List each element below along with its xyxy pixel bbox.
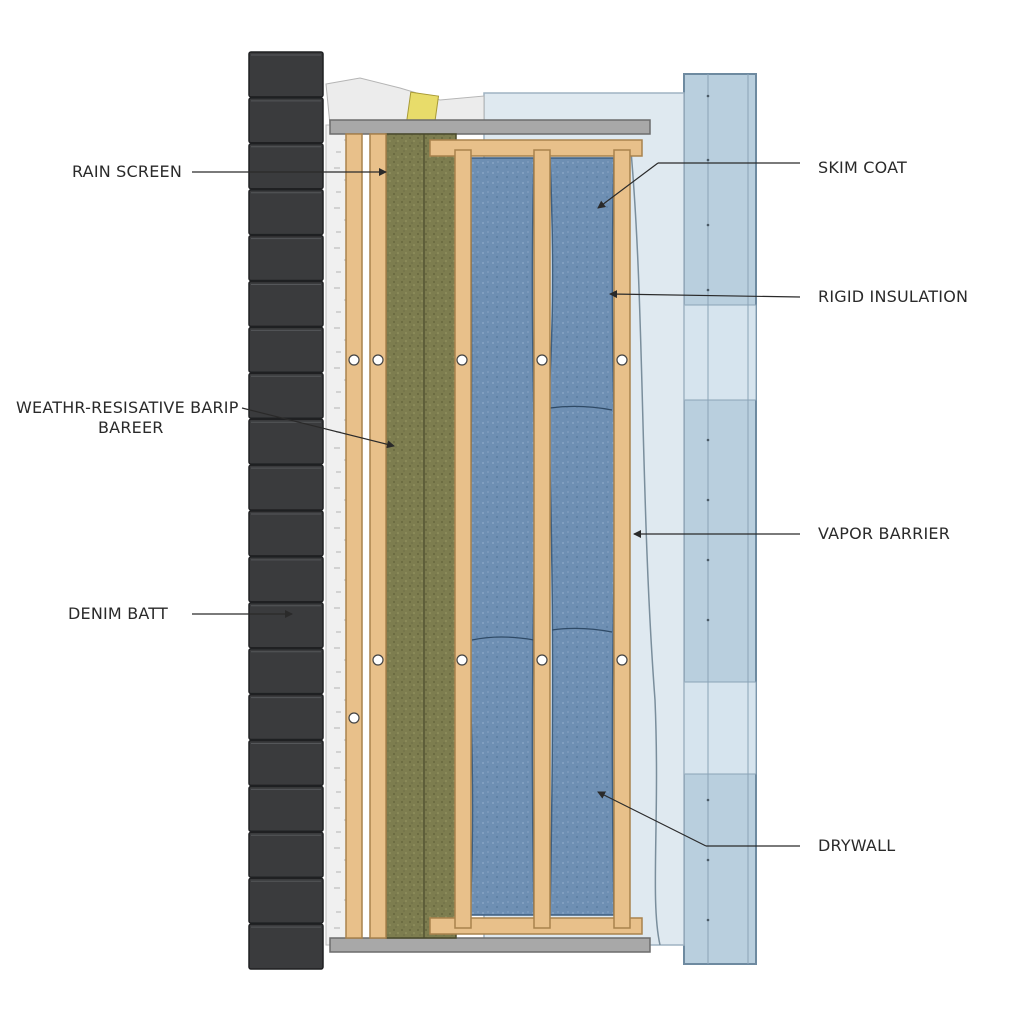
siding-board <box>248 693 324 741</box>
siding-board <box>248 556 324 603</box>
siding-board <box>248 143 324 190</box>
label-drywall: DRYWALL <box>818 836 896 855</box>
fasteners <box>348 354 628 724</box>
leader-skim-coat-b <box>597 162 659 209</box>
siding-board <box>248 647 324 695</box>
mineral-wool-batt <box>385 133 457 939</box>
label-wrb-line2: BAREER <box>98 418 164 437</box>
bottom-track <box>329 937 651 953</box>
label-skim-coat: SKIM COAT <box>818 158 908 177</box>
siding-board <box>248 280 324 328</box>
siding-board <box>248 372 324 419</box>
siding-board <box>248 188 324 236</box>
denim-batt-left <box>467 157 537 916</box>
siding-board <box>248 464 324 511</box>
wood-framing <box>345 133 643 939</box>
leader-lines <box>192 162 801 847</box>
siding-board <box>248 326 324 374</box>
label-rigid-insulation: RIGID INSULATION <box>818 287 969 306</box>
siding-rain-screen <box>248 51 324 970</box>
siding-board <box>248 510 324 557</box>
label-rain-screen: RAIN SCREEN <box>72 162 183 181</box>
siding-board <box>248 234 324 282</box>
top-track <box>329 119 651 135</box>
vapor-barrier-sheet <box>629 139 661 946</box>
drywall-panel <box>683 73 757 965</box>
siding-board <box>248 51 324 98</box>
leader-wrb <box>241 407 395 449</box>
leader-rigid-insulation <box>609 290 801 299</box>
siding-board <box>248 785 324 833</box>
siding-board <box>248 831 324 878</box>
label-vapor-barrier: VAPOR BARRIER <box>818 524 951 543</box>
siding-board <box>248 923 324 970</box>
siding-board <box>248 97 324 144</box>
siding-board <box>248 602 324 649</box>
label-wrb-line1: WEATHR-RESISATIVE BARIP <box>16 398 239 417</box>
siding-board <box>248 739 324 787</box>
denim-batt-right <box>547 157 617 916</box>
leader-drywall-b <box>597 791 707 847</box>
label-denim-batt: DENIM BATT <box>68 604 168 623</box>
siding-board <box>248 877 324 924</box>
